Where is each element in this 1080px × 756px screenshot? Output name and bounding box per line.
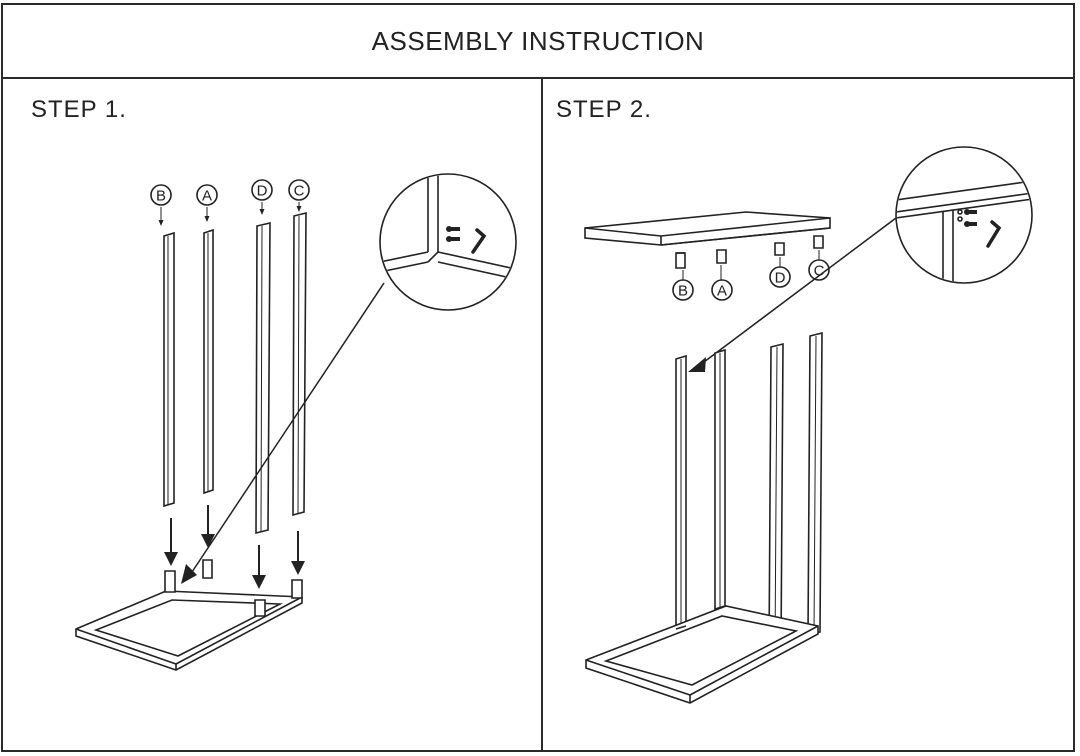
part-label-D-step2: D — [769, 257, 791, 288]
zoom-leader-line — [699, 214, 901, 366]
part-letter: C — [814, 263, 825, 280]
arrow-pointer-icon — [688, 357, 706, 372]
magnify-circle — [895, 146, 1033, 284]
arrow-down-icon — [201, 505, 215, 548]
part-letter: B — [156, 188, 166, 205]
part-label-C-step2: C — [808, 250, 830, 281]
arrow-pointer-icon — [181, 564, 197, 584]
part-letter: D — [257, 183, 268, 200]
part-letter: A — [202, 188, 212, 205]
header: ASSEMBLY INSTRUCTION — [3, 5, 1073, 79]
assembled-frame — [585, 331, 823, 704]
part-letter: A — [717, 283, 727, 300]
page-title: ASSEMBLY INSTRUCTION — [371, 25, 705, 56]
zoom-leader-line — [189, 282, 385, 576]
step-1-label: STEP 1. — [31, 96, 127, 123]
hex-key-icon — [471, 228, 487, 254]
screw-icon — [964, 221, 977, 227]
step-1-illustration: B A D C — [75, 173, 517, 671]
screw-icon — [446, 226, 460, 232]
part-label-A-step1: A — [196, 184, 218, 222]
part-label-C-step1: C — [288, 179, 310, 212]
hex-key-icon — [986, 220, 1002, 248]
screw-icon — [964, 209, 977, 215]
leg-D — [255, 221, 271, 535]
part-label-B-step1: B — [150, 184, 172, 226]
leg-C — [292, 211, 307, 517]
part-label-D-step1: D — [251, 179, 273, 215]
panel-divider — [541, 77, 543, 750]
arrow-down-icon — [291, 531, 305, 575]
part-letter: D — [775, 270, 786, 287]
magnify-circle — [379, 173, 517, 311]
instruction-frame: ASSEMBLY INSTRUCTION — [1, 3, 1075, 752]
leg-B — [163, 231, 175, 508]
table-top — [584, 211, 831, 269]
part-label-B-step2: B — [672, 270, 694, 301]
arrow-down-icon — [252, 545, 266, 589]
part-label-A-step2: A — [711, 265, 733, 301]
step-2-illustration: B A D C — [584, 146, 1033, 704]
leg-A — [203, 228, 214, 495]
part-letter: C — [294, 183, 305, 200]
part-letter: B — [678, 283, 688, 300]
base-frame-step1 — [75, 559, 303, 671]
screw-icon — [446, 236, 460, 242]
arrow-down-icon — [164, 518, 178, 566]
step-2-label: STEP 2. — [556, 96, 652, 123]
